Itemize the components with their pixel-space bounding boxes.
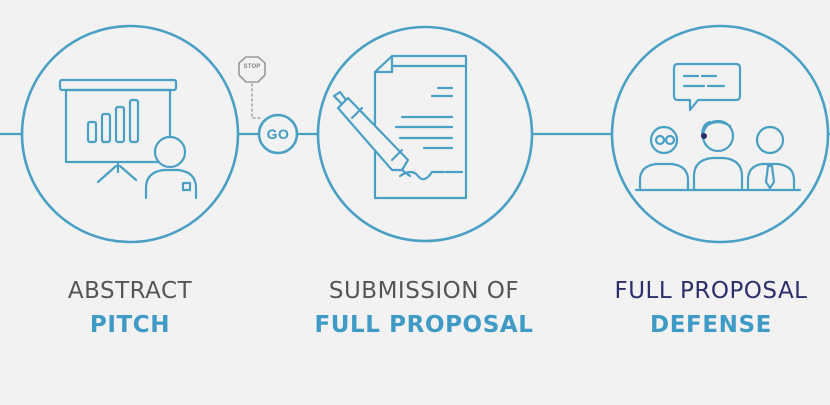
panel-discussion-icon	[634, 62, 802, 192]
step-title-top: ABSTRACT	[67, 278, 193, 304]
step-title-bottom: PITCH	[89, 312, 171, 338]
headset-accent	[701, 133, 707, 139]
step-title-bottom: FULL PROPOSAL	[314, 312, 534, 338]
step-title-top: FULL PROPOSAL	[614, 278, 808, 304]
step-circle-submission	[316, 25, 534, 243]
step-caption-abstract: ABSTRACT PITCH	[0, 278, 260, 338]
step-title-bottom: DEFENSE	[650, 312, 772, 338]
step-caption-defense: FULL PROPOSAL DEFENSE	[586, 278, 830, 338]
stop-sign-label: STOP	[243, 64, 261, 70]
step-circle-abstract	[20, 24, 240, 244]
go-sign-circle	[257, 113, 299, 155]
step-caption-submission: SUBMISSION OF FULL PROPOSAL	[294, 278, 554, 338]
document-signing-icon	[332, 54, 468, 200]
step-circle-defense	[610, 24, 830, 244]
stop-sign-octagon	[238, 56, 266, 83]
step-title-top: SUBMISSION OF	[328, 278, 520, 304]
go-sign-label: GO	[266, 126, 290, 142]
stop-sign-pole	[251, 83, 263, 119]
presentation-board-icon	[58, 78, 198, 200]
